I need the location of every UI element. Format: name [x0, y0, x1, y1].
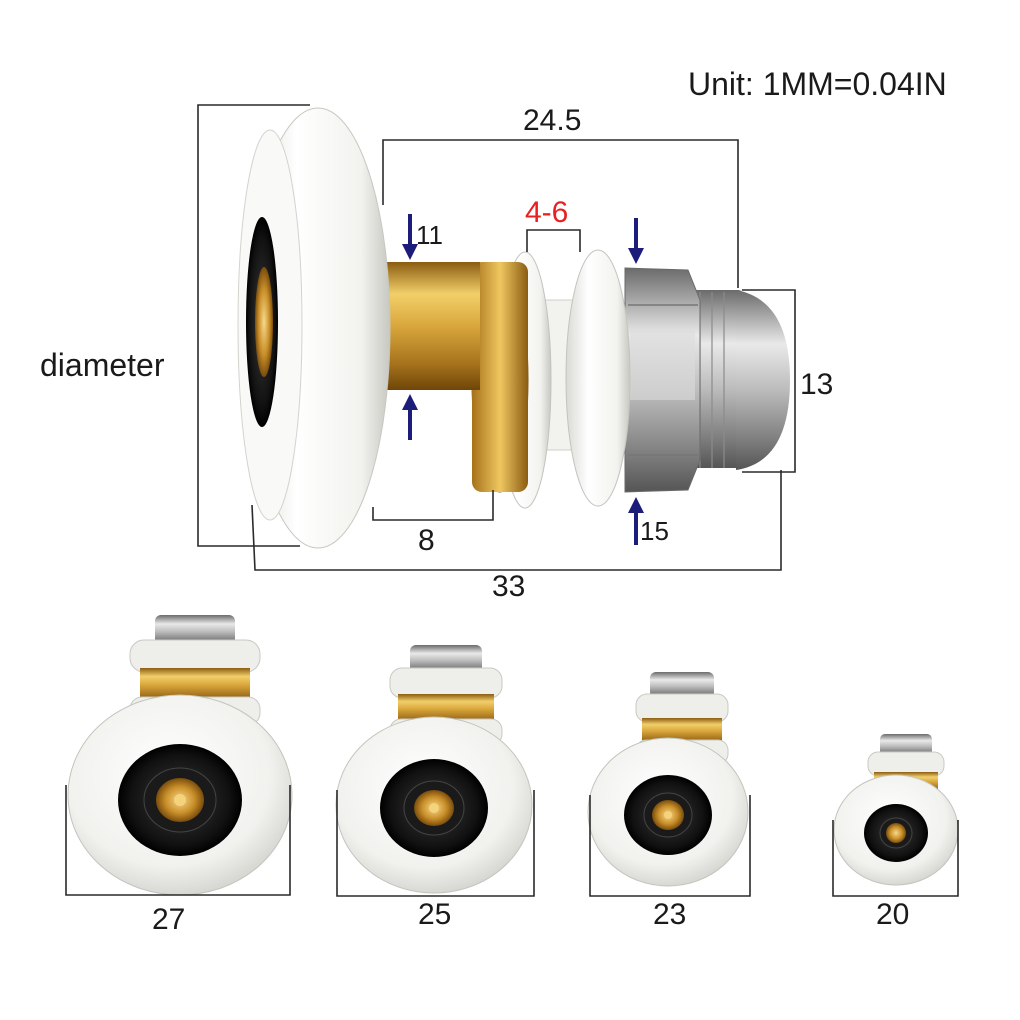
dimension-lines: [197, 104, 796, 571]
brass-flange: [471, 262, 529, 493]
size-label-25: 25: [418, 898, 451, 931]
size-label-20: 20: [876, 898, 909, 931]
size-label-23: 23: [653, 898, 686, 931]
roller-variant-23: [587, 672, 751, 897]
nylon-washers: [498, 249, 631, 509]
roller-variant-27: [65, 615, 293, 896]
glass-thickness-label: 4-6: [525, 196, 568, 229]
unit-note: Unit: 1MM=0.04IN: [688, 66, 947, 102]
size-label-27: 27: [152, 903, 185, 936]
nut-size-label: 15: [640, 516, 669, 546]
roller-wheel: [237, 107, 391, 549]
roller-variant-25: [335, 645, 535, 897]
main-roller-view: diameter 24.5 11 4-6 13 8 15 33: [40, 104, 833, 603]
diameter-label: diameter: [40, 347, 165, 383]
shaft-diameter-label: 11: [416, 220, 443, 250]
hex-nut: [624, 267, 701, 493]
measurement-arrows: [402, 214, 644, 545]
overall-length-label: 24.5: [523, 104, 581, 137]
total-length-label: 33: [492, 570, 525, 603]
cap-diameter-label: 13: [800, 368, 833, 401]
thread-length-label: 8: [418, 524, 435, 557]
brass-shaft: [380, 262, 480, 390]
size-variants: 27 25 23 20: [65, 615, 959, 936]
roller-variant-20: [832, 734, 959, 897]
